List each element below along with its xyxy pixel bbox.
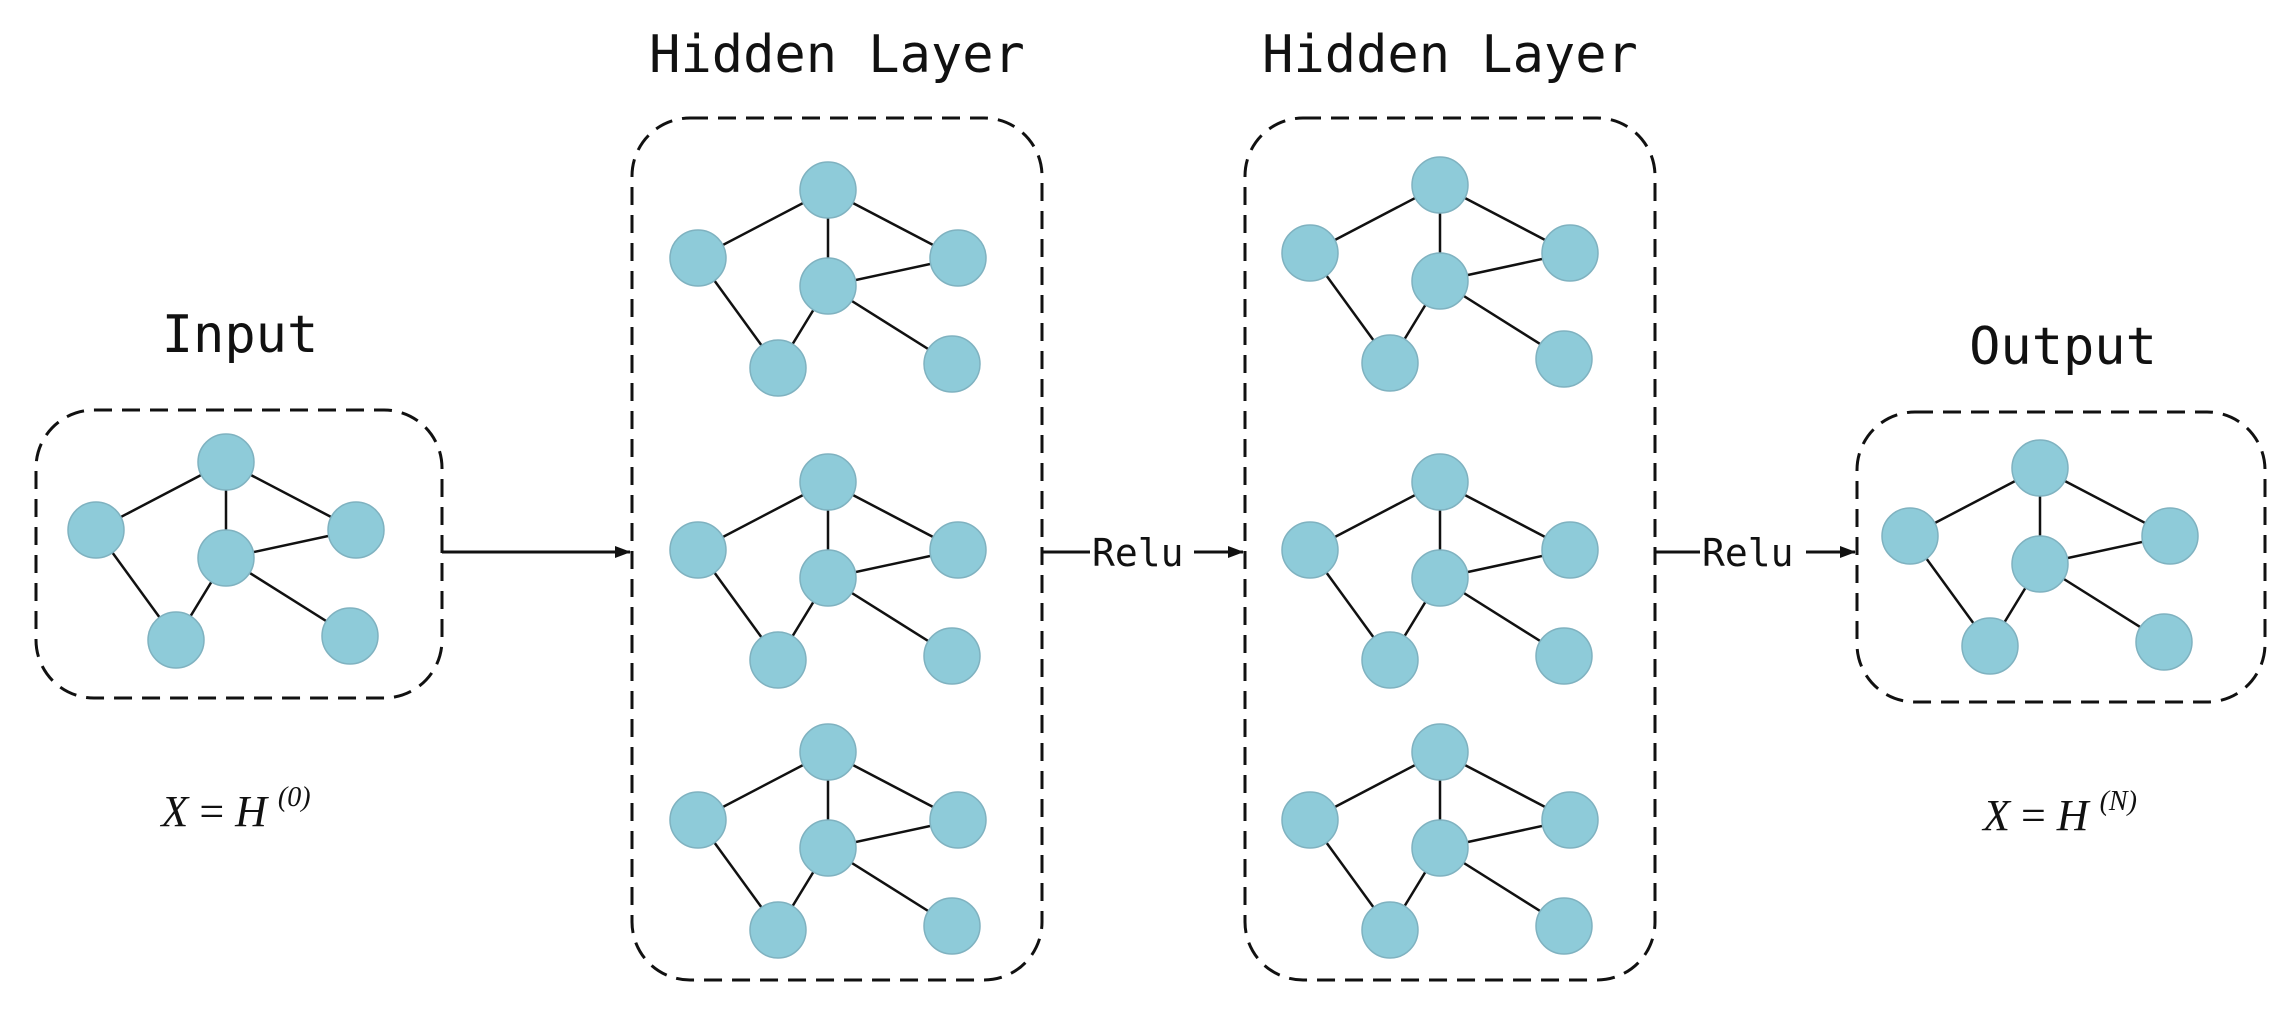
- input-graph: [67, 433, 385, 669]
- hidden-layer-2-box: [1243, 116, 1657, 982]
- output-title: Output: [1969, 317, 2157, 377]
- hidden-layer-1-graph-3-node-4: [749, 901, 807, 959]
- hidden-layer-2-graph-2-node-1: [1281, 521, 1339, 579]
- hidden-layer-1-graph-3-node-3: [929, 791, 987, 849]
- input-formula-eq: =: [199, 787, 224, 836]
- hidden-layer-2-graph-1-node-3: [1541, 224, 1599, 282]
- hidden-layer-2-graph-2-node-2: [1411, 549, 1469, 607]
- hidden-layer-2-graph-1: [1281, 156, 1599, 392]
- hidden-layer-2-graph-1-node-4: [1361, 334, 1419, 392]
- output-formula-var: X: [1981, 791, 2012, 840]
- hidden-layer-2-graph-1-node-1: [1281, 224, 1339, 282]
- hidden-layer-1-graph-1-node-3: [929, 229, 987, 287]
- output-formula: X = H (N): [1981, 786, 2137, 840]
- hidden-layer-2-graph-1-node-0: [1411, 156, 1469, 214]
- hidden-layer-2-graph-2-node-0: [1411, 453, 1469, 511]
- input-formula: X = H (0): [159, 782, 310, 836]
- output-formula-base: H: [2056, 791, 2091, 840]
- input-formula-superscript: (0): [278, 782, 311, 813]
- input-formula-var: X: [159, 787, 190, 836]
- hidden-layer-2-graph-1-node-2: [1411, 252, 1469, 310]
- hidden-layer-2-graph-3-node-4: [1361, 901, 1419, 959]
- hidden-layer-2-graph-2-node-3: [1541, 521, 1599, 579]
- hidden-layer-1-graph-1: [669, 161, 987, 397]
- input-graph-node-0: [197, 433, 255, 491]
- hidden-layer-1-graph-2-node-1: [669, 521, 727, 579]
- hidden-layer-1-title: Hidden Layer: [649, 25, 1025, 85]
- graph-icons-layer: [67, 156, 2199, 959]
- hidden-layer-1-graph-1-node-1: [669, 229, 727, 287]
- input-graph-node-2: [197, 529, 255, 587]
- input-graph-node-3: [327, 501, 385, 559]
- hidden-layer-1-graph-1-node-0: [799, 161, 857, 219]
- hidden-layer-2-graph-3-node-1: [1281, 791, 1339, 849]
- input-graph-node-1: [67, 501, 125, 559]
- hidden-layer-2-graph-3: [1281, 723, 1599, 959]
- hidden-layer-1-graph-2-node-3: [929, 521, 987, 579]
- output-graph-node-5: [2135, 613, 2193, 671]
- hidden-layer-2-title: Hidden Layer: [1262, 25, 1638, 85]
- output-graph-node-3: [2141, 507, 2199, 565]
- relu-label-1: Relu: [1092, 531, 1184, 575]
- hidden-layer-1-graph-2: [669, 453, 987, 689]
- hidden-layer-1-graph-2-node-0: [799, 453, 857, 511]
- hidden-layer-1-graph-2-node-5: [923, 627, 981, 685]
- output-formula-superscript: (N): [2100, 786, 2137, 817]
- hidden-layer-1-graph-1-node-2: [799, 257, 857, 315]
- hidden-layer-2-graph-3-node-3: [1541, 791, 1599, 849]
- output-graph: [1881, 439, 2199, 675]
- hidden-layer-2-graph-2-node-4: [1361, 631, 1419, 689]
- input-formula-base: H: [234, 787, 269, 836]
- hidden-layer-1-graph-1-node-5: [923, 335, 981, 393]
- input-graph-node-4: [147, 611, 205, 669]
- output-box: [1855, 410, 2267, 704]
- hidden-layer-2-graph-2: [1281, 453, 1599, 689]
- hidden-layer-2-graph-3-node-2: [1411, 819, 1469, 877]
- output-formula-eq: =: [2021, 791, 2046, 840]
- hidden-layer-2-graph-3-node-0: [1411, 723, 1469, 781]
- hidden-layer-1-graph-2-node-4: [749, 631, 807, 689]
- hidden-layer-1-graph-1-node-4: [749, 339, 807, 397]
- output-graph-node-2: [2011, 535, 2069, 593]
- hidden-layer-2-graph-1-node-5: [1535, 330, 1593, 388]
- output-graph-node-1: [1881, 507, 1939, 565]
- hidden-layer-1-graph-2-node-2: [799, 549, 857, 607]
- output-graph-node-4: [1961, 617, 2019, 675]
- input-graph-node-5: [321, 607, 379, 665]
- input-title: Input: [162, 305, 319, 365]
- hidden-layer-1-graph-3-node-5: [923, 897, 981, 955]
- output-graph-node-0: [2011, 439, 2069, 497]
- hidden-layer-1-box: [630, 116, 1044, 982]
- hidden-layer-2-graph-3-node-5: [1535, 897, 1593, 955]
- hidden-layer-1-graph-3-node-1: [669, 791, 727, 849]
- input-box: [34, 408, 444, 700]
- hidden-layer-1-graph-3: [669, 723, 987, 959]
- relu-label-2: Relu: [1702, 531, 1794, 575]
- hidden-layer-1-graph-3-node-0: [799, 723, 857, 781]
- hidden-layer-2-graph-2-node-5: [1535, 627, 1593, 685]
- hidden-layer-1-graph-3-node-2: [799, 819, 857, 877]
